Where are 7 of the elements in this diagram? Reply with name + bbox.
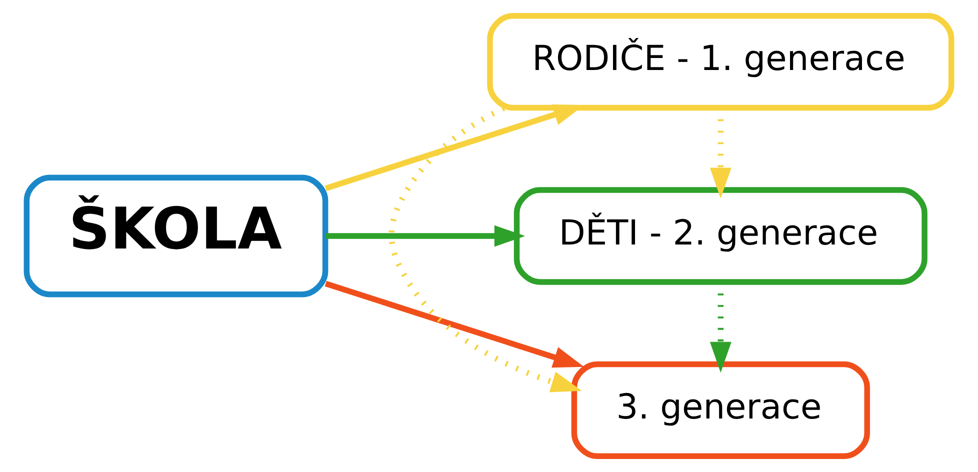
arrow bbox=[388, 106, 582, 392]
arrow bbox=[324, 280, 584, 368]
node-box: DĚTI - 2. generace bbox=[514, 187, 928, 285]
node-box: RODIČE - 1. generace bbox=[487, 12, 954, 111]
arrow bbox=[326, 225, 526, 247]
node-box: 3. generace bbox=[571, 361, 870, 460]
node-box: ŠKOLA bbox=[24, 174, 328, 298]
